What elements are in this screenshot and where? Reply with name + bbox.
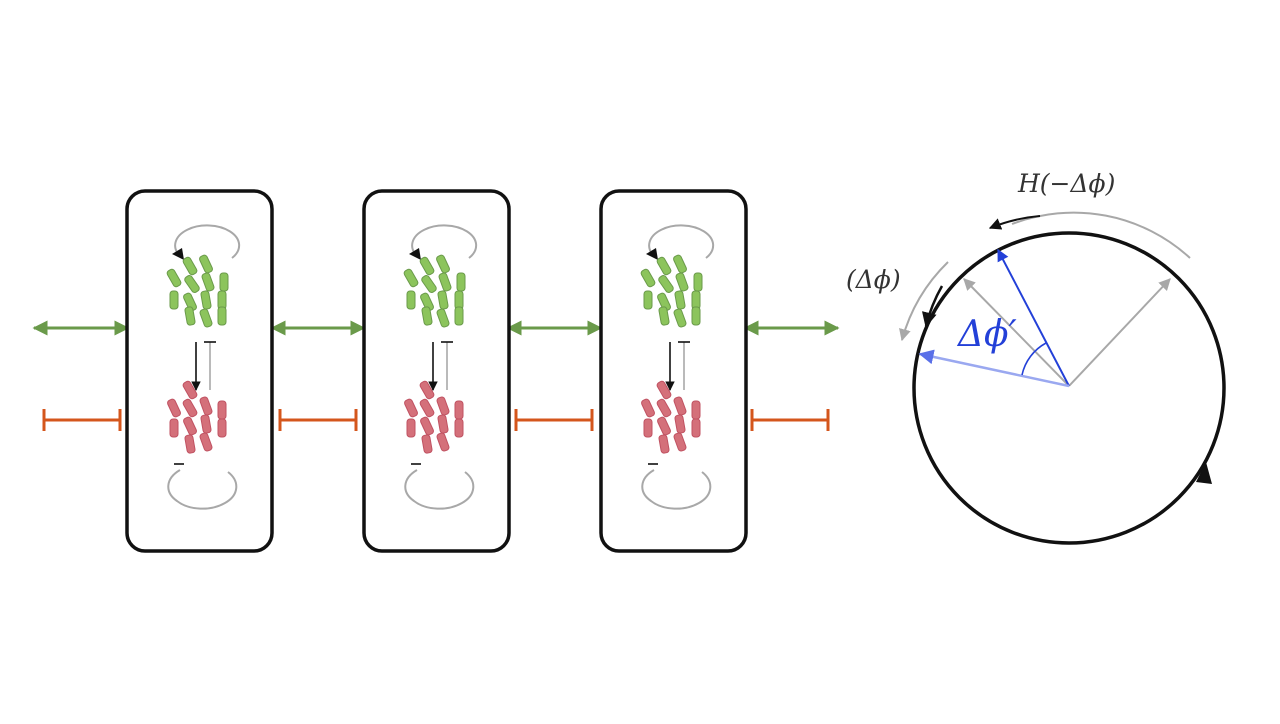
spoke-gray-left — [963, 278, 1070, 387]
red-autoloop — [404, 469, 475, 510]
repression-bar-1 — [42, 409, 122, 431]
spoke-blue — [997, 248, 1070, 387]
repression-bar-4 — [750, 409, 830, 431]
green-bacteria-cluster-icon — [166, 254, 229, 328]
repression-bar-2 — [278, 409, 358, 431]
green-autoloop — [411, 224, 478, 259]
chamber-3 — [599, 189, 748, 553]
red-autoloop — [641, 469, 712, 510]
red-autoloop — [167, 469, 238, 510]
repression-bar-3 — [514, 409, 594, 431]
left-arc-gray — [899, 261, 949, 342]
chamber-1 — [125, 189, 274, 553]
red-bacteria-cluster-icon — [404, 380, 464, 454]
green-autoloop-head — [646, 248, 658, 260]
phase-shift-left-label: (Δϕ) — [846, 265, 901, 294]
green-bacteria-cluster-icon — [640, 254, 703, 328]
phase-shift-new-label: Δϕ′ — [956, 314, 1017, 355]
phase-shift-top-label: H(−Δϕ) — [1017, 169, 1115, 198]
circle-direction-arrow — [1196, 462, 1212, 484]
green-autoloop-head — [409, 248, 421, 260]
phase-circle-diagram: H(−Δϕ) (Δϕ) Δϕ′ — [846, 169, 1226, 545]
green-bacteria-cluster-icon — [403, 254, 466, 328]
chamber-wall — [362, 189, 511, 553]
green-autoloop-head — [172, 248, 184, 260]
red-bacteria-cluster-icon — [641, 380, 701, 454]
phase-circle — [912, 231, 1226, 545]
chamber-2 — [362, 189, 511, 553]
left-arc-black — [921, 285, 944, 328]
outer-arc-black-arrow — [988, 215, 1041, 230]
angle-arc — [1021, 342, 1047, 376]
green-autoloop — [648, 224, 715, 259]
spoke-gray-right — [1068, 278, 1171, 387]
spoke-light-blue — [918, 349, 1070, 388]
chamber-wall — [599, 189, 748, 553]
green-autoloop — [174, 224, 241, 259]
red-bacteria-cluster-icon — [167, 380, 227, 454]
chamber-wall — [125, 189, 274, 553]
